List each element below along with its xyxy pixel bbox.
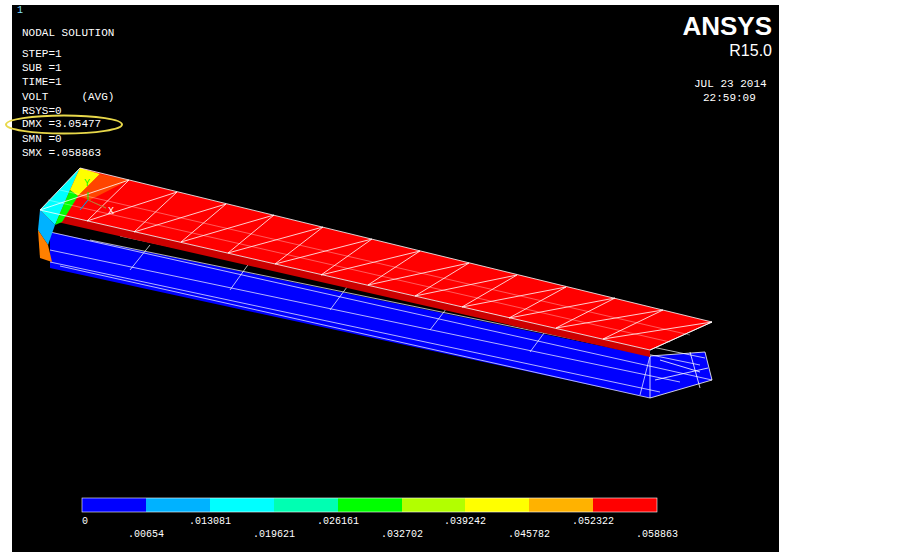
axis-triad — [80, 192, 106, 210]
contour-patch — [38, 230, 52, 262]
color-band — [465, 498, 529, 512]
color-band — [274, 498, 338, 512]
plot-info-text: JUL 23 2014 — [694, 78, 767, 90]
contour-patch — [55, 190, 78, 225]
element-mesh — [48, 190, 690, 342]
contour-value: .00654 — [128, 529, 164, 541]
plot-info-text: SMX =.058863 — [22, 147, 101, 159]
end-mesh — [650, 352, 712, 398]
version-text: R15.0 — [729, 42, 772, 60]
plot-info-text: 22:59:09 — [703, 92, 756, 104]
color-band — [338, 498, 402, 512]
color-bar-frame — [82, 498, 657, 512]
highlight-ellipse — [6, 116, 122, 134]
plot-info-text: SUB =1 — [22, 62, 62, 74]
color-band — [529, 498, 593, 512]
contour-value: .039242 — [444, 516, 486, 528]
color-band — [146, 498, 210, 512]
axis-label: Y — [84, 178, 90, 190]
contour-value: .026161 — [317, 516, 359, 528]
contour-value: .032702 — [381, 529, 423, 541]
contour-color-bar — [82, 498, 657, 512]
contour-value: 0 — [82, 516, 88, 528]
deformed-beam — [40, 168, 712, 350]
color-band — [402, 498, 465, 512]
graphics-window — [12, 5, 779, 552]
plot-info-text: NODAL SOLUTION — [22, 27, 114, 39]
window-number: 1 — [17, 5, 23, 17]
element-mesh — [40, 168, 712, 350]
plot-info-text: DMX =3.05477 — [22, 118, 101, 130]
color-band — [82, 498, 146, 512]
axis-label: X — [108, 206, 114, 218]
contour-value: .019621 — [253, 529, 295, 541]
axis-triad — [88, 200, 106, 208]
plot-info-text: VOLT (AVG) — [22, 91, 114, 103]
contour-value: .058863 — [636, 529, 678, 541]
plot-info-text: RSYS=0 — [22, 105, 62, 117]
ansys-logo: ANSYS — [682, 12, 772, 40]
plot-info-text: TIME=1 — [22, 76, 62, 88]
contour-value: .052322 — [572, 516, 614, 528]
deformed-side — [40, 210, 650, 357]
color-band — [593, 498, 657, 512]
contour-value: .013081 — [189, 516, 231, 528]
axis-triad — [80, 200, 88, 210]
plot-info-text: STEP=1 — [22, 48, 62, 60]
color-band — [210, 498, 274, 512]
plot-info-text: SMN =0 — [22, 133, 62, 145]
contour-value: .045782 — [508, 529, 550, 541]
